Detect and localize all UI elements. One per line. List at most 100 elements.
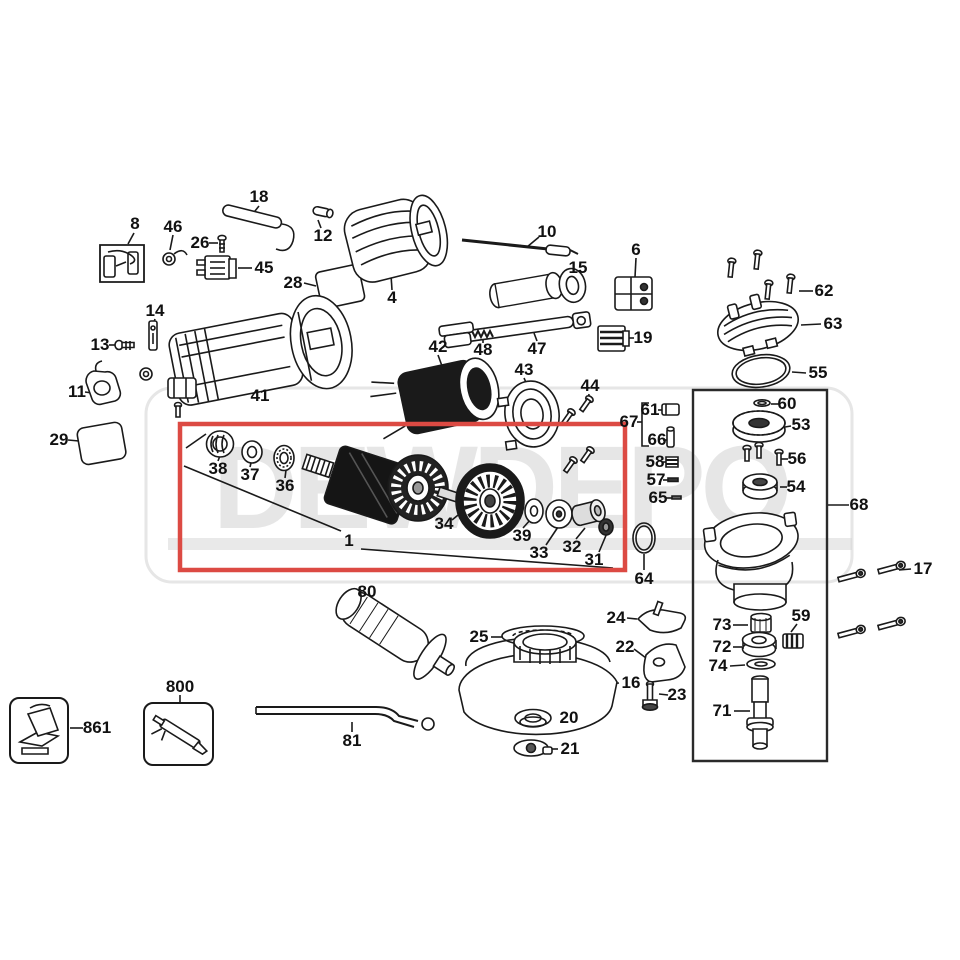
part-label-59: 59 xyxy=(791,606,811,625)
sleeve-15-drawing xyxy=(488,266,588,316)
part-label-72: 72 xyxy=(712,637,732,656)
part-label-26: 26 xyxy=(190,233,210,252)
part-label-36: 36 xyxy=(275,476,295,495)
part-label-47: 47 xyxy=(527,339,547,358)
case-861-box xyxy=(10,698,68,763)
part-label-32: 32 xyxy=(562,537,582,556)
oring-55-drawing xyxy=(730,351,792,391)
part-label-18: 18 xyxy=(249,187,269,206)
bearing-73-drawing xyxy=(751,614,771,633)
brush-59-drawing xyxy=(783,634,803,648)
gear-housing-drawing xyxy=(701,507,802,610)
part-label-11: 11 xyxy=(68,382,86,401)
part-label-45: 45 xyxy=(254,258,274,277)
part-label-800: 800 xyxy=(165,677,195,696)
screw-26-drawing xyxy=(218,235,226,252)
screws-17-drawing xyxy=(837,560,906,639)
part-label-10: 10 xyxy=(537,222,557,241)
part-label-58: 58 xyxy=(645,452,665,471)
part-label-61: 61 xyxy=(640,400,660,419)
part-label-29: 29 xyxy=(49,430,69,449)
part-label-20: 20 xyxy=(559,708,579,727)
part-label-43: 43 xyxy=(514,360,534,379)
armature-drawing xyxy=(302,445,459,526)
part-label-23: 23 xyxy=(667,685,687,704)
part-label-31: 31 xyxy=(584,550,604,569)
screw-13-drawing xyxy=(115,341,134,351)
part-label-4: 4 xyxy=(387,288,397,307)
screws-56-drawing xyxy=(743,442,783,465)
plate-43-drawing xyxy=(496,378,564,452)
part-label-67: 67 xyxy=(619,412,639,431)
part-label-54: 54 xyxy=(786,477,806,496)
nut-31-drawing xyxy=(599,519,613,535)
wrench-81-drawing xyxy=(256,707,434,730)
part-label-12: 12 xyxy=(313,226,333,245)
bearing-33-drawing xyxy=(546,500,572,528)
parts-artwork xyxy=(10,191,906,765)
block-6-drawing xyxy=(615,277,652,310)
part-label-1: 1 xyxy=(344,531,354,550)
washer-37-drawing xyxy=(242,441,262,463)
part-label-8: 8 xyxy=(130,214,140,233)
bearing-54-drawing xyxy=(743,474,777,499)
part-label-80: 80 xyxy=(357,582,377,601)
part-label-37: 37 xyxy=(240,465,260,484)
part-label-21: 21 xyxy=(560,739,580,758)
part-label-53: 53 xyxy=(791,415,811,434)
bearing-38-drawing xyxy=(207,431,234,457)
part-label-73: 73 xyxy=(712,615,732,634)
bar-18-drawing xyxy=(222,204,294,250)
fork-22-drawing xyxy=(644,644,685,682)
handle-80-drawing xyxy=(326,577,467,694)
label-plate-28-drawing xyxy=(315,264,366,309)
part-label-34: 34 xyxy=(434,514,454,533)
part-label-81: 81 xyxy=(342,731,362,750)
part-label-57: 57 xyxy=(646,470,666,489)
cordset-kit-drawing xyxy=(100,245,144,282)
spindle-71-drawing xyxy=(747,676,773,749)
nut-21-drawing xyxy=(514,740,552,756)
connector-19-drawing xyxy=(598,326,629,351)
plate-29-drawing xyxy=(76,421,127,465)
part-label-64: 64 xyxy=(634,569,654,588)
group-68-outline xyxy=(693,390,827,761)
rod-10-drawing xyxy=(462,240,578,256)
part-label-19: 19 xyxy=(633,328,653,347)
switch-45-drawing xyxy=(197,256,236,279)
part-label-14: 14 xyxy=(145,301,165,320)
part-label-66: 66 xyxy=(647,430,667,449)
spring-48-drawing xyxy=(472,331,493,337)
part-label-38: 38 xyxy=(208,459,228,478)
part-label-42: 42 xyxy=(428,337,448,356)
pin-12-drawing xyxy=(312,206,333,218)
part-label-74: 74 xyxy=(708,656,728,675)
part-label-46: 46 xyxy=(163,217,183,236)
part-label-17: 17 xyxy=(913,559,933,578)
tool-800-box xyxy=(144,703,213,765)
bolt-23-drawing xyxy=(643,682,658,711)
part-label-24: 24 xyxy=(606,608,626,627)
part-label-16: 16 xyxy=(621,673,641,692)
part-label-28: 28 xyxy=(283,273,303,292)
washer-39-drawing xyxy=(525,499,543,523)
part-label-41: 41 xyxy=(250,386,270,405)
part-label-6: 6 xyxy=(631,240,641,259)
part-label-39: 39 xyxy=(512,526,532,545)
part-label-63: 63 xyxy=(823,314,843,333)
part-label-68: 68 xyxy=(849,495,869,514)
part-label-33: 33 xyxy=(529,543,549,562)
bearing-72-drawing xyxy=(743,633,777,657)
small-parts-61-66-58-57-65 xyxy=(662,404,681,499)
part-label-25: 25 xyxy=(469,627,489,646)
part-label-60: 60 xyxy=(777,394,797,413)
washer-74-drawing xyxy=(747,659,775,669)
cover-63-drawing xyxy=(711,286,804,361)
screws-44-drawing xyxy=(560,394,595,473)
screws-62-drawing xyxy=(726,250,795,300)
stator-42-drawing xyxy=(367,355,504,442)
part-label-62: 62 xyxy=(814,281,834,300)
highlight-box-armature-group xyxy=(180,424,625,570)
lever-47-drawing xyxy=(439,306,592,349)
